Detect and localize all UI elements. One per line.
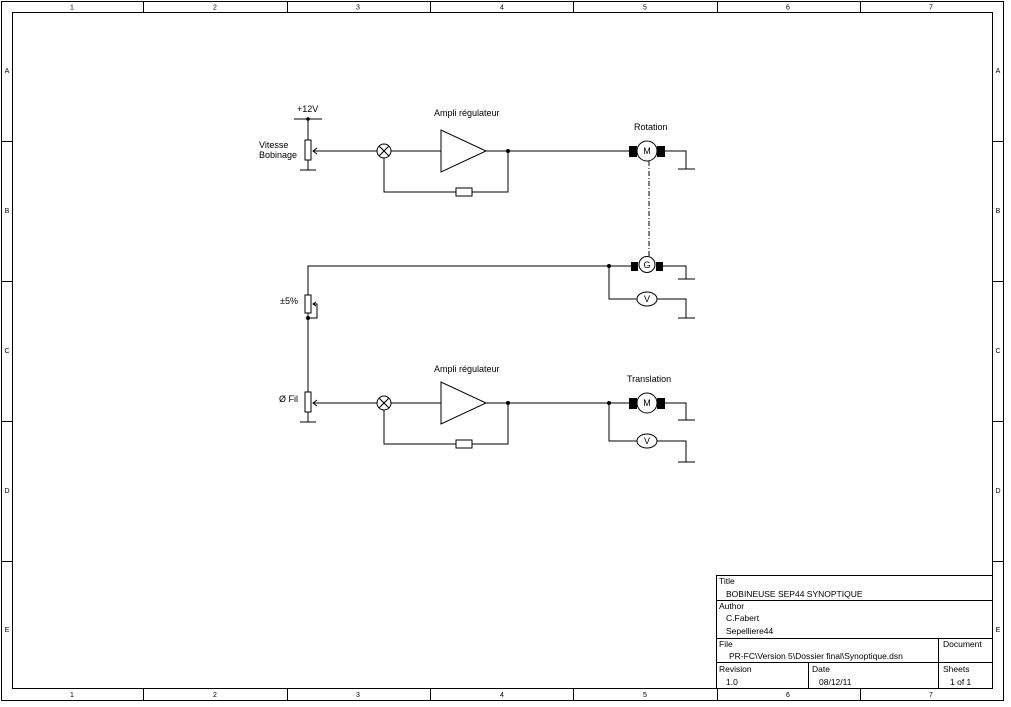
column-marker: 2 bbox=[213, 692, 217, 699]
translation-label: Translation bbox=[627, 374, 671, 384]
speed-potentiometer: Vitesse Bobinage bbox=[259, 139, 318, 171]
generator-symbol: G bbox=[643, 260, 650, 270]
row-marker: B bbox=[996, 208, 1001, 215]
column-marker: 1 bbox=[70, 692, 74, 699]
rotation-motor: M Rotation bbox=[629, 122, 695, 170]
bottom-loop: Ampli régulateur bbox=[317, 364, 629, 449]
voltmeter-translation: V bbox=[608, 403, 695, 463]
column-marker: 3 bbox=[356, 5, 360, 12]
column-markers-top: 1 2 3 4 5 6 7 bbox=[70, 5, 933, 12]
voltmeter-symbol: V bbox=[644, 436, 650, 446]
row-marker: A bbox=[996, 68, 1001, 75]
row-marker: A bbox=[5, 68, 10, 75]
wire-diameter-label: Ø Fil bbox=[279, 394, 298, 404]
author-value: C.Fabert bbox=[726, 613, 760, 623]
title-label: Title bbox=[719, 576, 735, 586]
author-label: Author bbox=[719, 601, 744, 611]
column-marker: 5 bbox=[643, 692, 647, 699]
rotation-label: Rotation bbox=[634, 122, 668, 132]
column-marker: 4 bbox=[500, 5, 504, 12]
revision-value: 1.0 bbox=[726, 677, 738, 687]
speed-pot-label: Bobinage bbox=[259, 150, 297, 160]
row-markers-right: A B C D E bbox=[995, 68, 1000, 634]
translation-motor: M Translation bbox=[627, 374, 695, 421]
file-value: PR-FC\Version 5\Dossier final\Synoptique… bbox=[729, 651, 903, 661]
amplifier-top-label: Ampli régulateur bbox=[434, 108, 500, 118]
row-marker: B bbox=[5, 208, 10, 215]
row-marker: C bbox=[995, 348, 1000, 355]
document-label: Document bbox=[943, 639, 982, 649]
title-value: BOBINEUSE SEP44 SYNOPTIQUE bbox=[726, 589, 863, 599]
column-marker: 1 bbox=[70, 5, 74, 12]
feedback-resistor-bottom bbox=[455, 439, 473, 449]
row-marker: E bbox=[996, 627, 1001, 634]
author-value: Sepelliere44 bbox=[726, 626, 774, 636]
supply-label: +12V bbox=[297, 104, 318, 114]
sheets-label: Sheets bbox=[943, 664, 969, 674]
trim-label: ±5% bbox=[280, 296, 298, 306]
row-marker: E bbox=[5, 627, 10, 634]
date-value: 08/12/11 bbox=[819, 677, 852, 687]
amplifier-bottom-label: Ampli régulateur bbox=[434, 364, 500, 374]
column-marker: 6 bbox=[786, 5, 790, 12]
voltmeter-symbol: V bbox=[644, 294, 650, 304]
speed-pot-label: Vitesse bbox=[259, 140, 288, 150]
column-marker: 2 bbox=[213, 5, 217, 12]
trim-potentiometer: ±5% bbox=[280, 294, 318, 392]
column-marker: 7 bbox=[929, 5, 933, 12]
title-block: Title BOBINEUSE SEP44 SYNOPTIQUE Author … bbox=[716, 575, 993, 689]
amplifier-top bbox=[440, 129, 488, 173]
revision-label: Revision bbox=[719, 664, 752, 674]
column-marker: 5 bbox=[643, 5, 647, 12]
amplifier-bottom bbox=[440, 381, 488, 425]
column-marker: 6 bbox=[786, 692, 790, 699]
row-marker: D bbox=[995, 488, 1000, 495]
top-loop: Ampli régulateur bbox=[317, 108, 629, 197]
supply-rail: +12V bbox=[294, 104, 322, 140]
motor-symbol: M bbox=[643, 398, 651, 408]
column-marker: 4 bbox=[500, 692, 504, 699]
row-markers-left: A B C D E bbox=[4, 68, 9, 634]
feedback-resistor-top bbox=[455, 187, 473, 197]
tachogenerator: G bbox=[307, 256, 695, 295]
column-marker: 3 bbox=[356, 692, 360, 699]
row-marker: D bbox=[4, 488, 9, 495]
wire-diameter-potentiometer: Ø Fil bbox=[279, 391, 318, 423]
motor-symbol: M bbox=[643, 146, 651, 156]
file-label: File bbox=[719, 639, 733, 649]
date-label: Date bbox=[812, 664, 830, 674]
row-marker: C bbox=[4, 348, 9, 355]
column-markers-bottom: 1 2 3 4 5 6 7 bbox=[70, 692, 933, 699]
column-marker: 7 bbox=[929, 692, 933, 699]
sheets-value: 1 of 1 bbox=[950, 677, 972, 687]
voltmeter-rotation: V bbox=[608, 266, 695, 319]
